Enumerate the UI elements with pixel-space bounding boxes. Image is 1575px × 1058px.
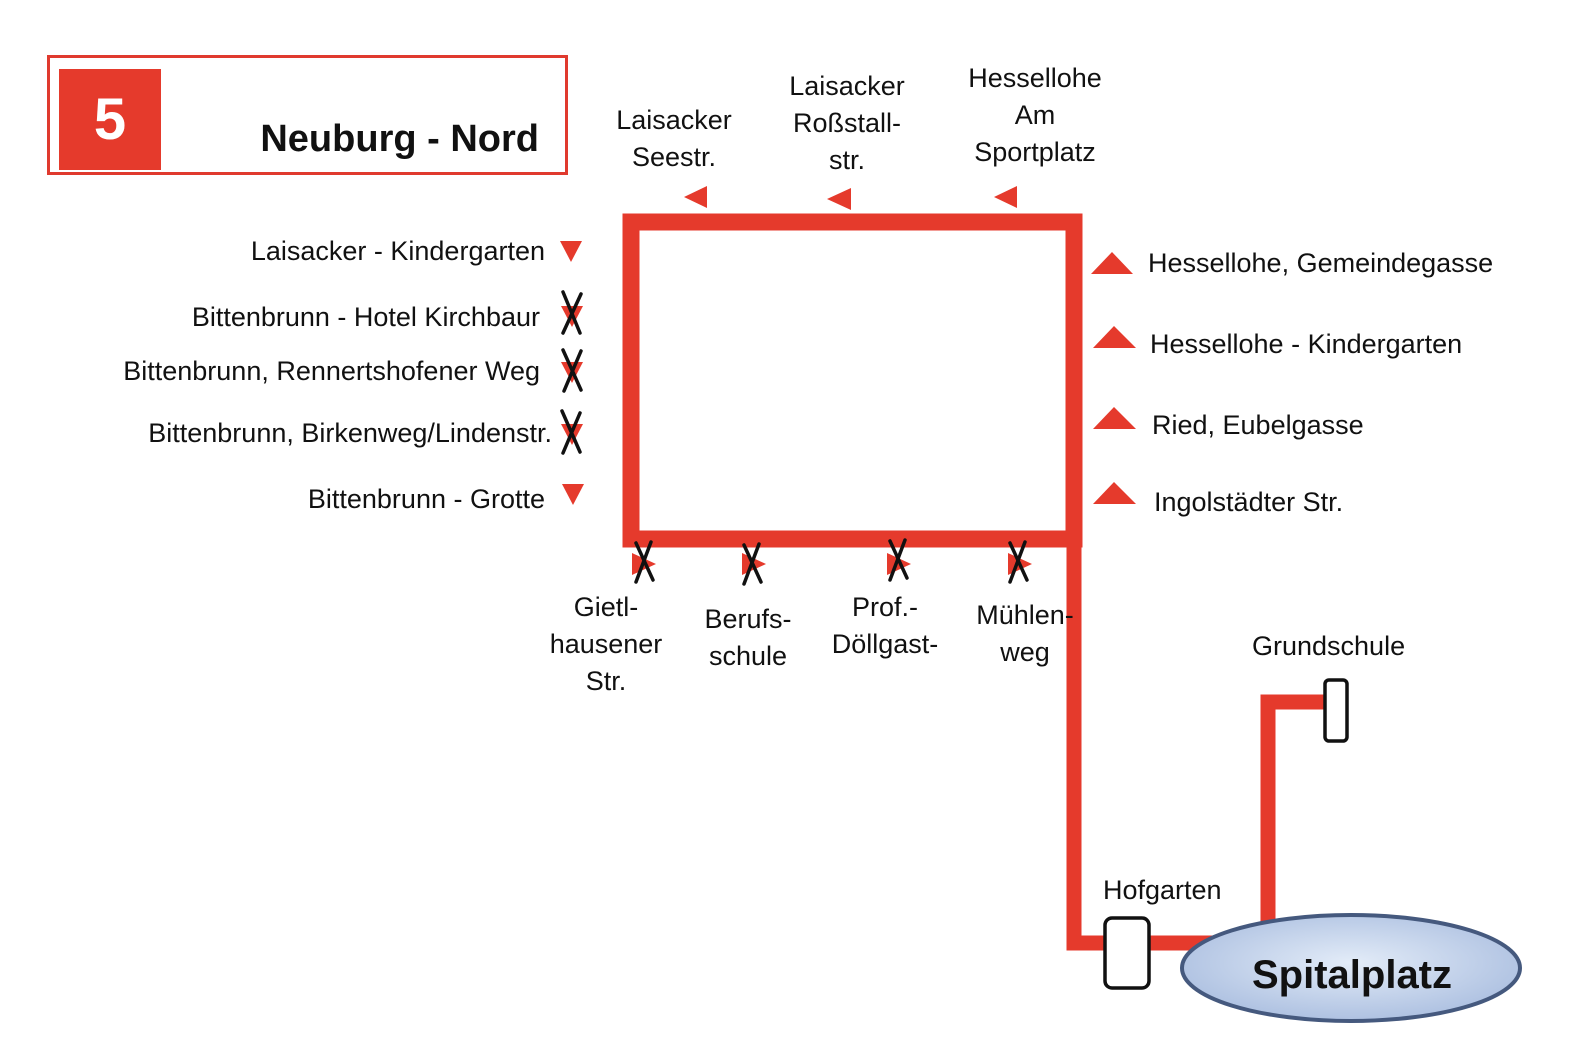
stop-name: Berufs- schule (704, 604, 792, 671)
stop-label-grundschule: Grundschule (1252, 631, 1406, 661)
arrow-down-icon (562, 484, 584, 505)
stop-name: Gietl- hausener Str. (549, 592, 663, 696)
stop-label-hofgarten: Hofgarten (1103, 875, 1222, 905)
arrow-up-icon (1093, 407, 1136, 429)
top-arrows (684, 186, 1017, 210)
cancel-x-icon (742, 542, 763, 586)
stop-label-hessellohe-kindergarten: Hessellohe - Kindergarten (1150, 329, 1463, 359)
route-segment-to-grundschule (1260, 694, 1334, 948)
cancel-x-icon (561, 348, 583, 393)
stop-name: Prof.- Döllgast- (831, 592, 939, 659)
stop-label-birkenweg: Bittenbrunn, Birkenweg/Lindenstr. (148, 418, 552, 448)
grundschule-stop-marker (1323, 678, 1349, 743)
route-loop (622, 213, 1083, 548)
bottom-arrows (632, 553, 1032, 575)
arrow-up-icon (1093, 326, 1136, 348)
cancel-x-icon (1008, 540, 1029, 584)
arrow-left-icon (827, 188, 851, 210)
arrow-left-icon (684, 186, 707, 208)
stop-label-grotte: Bittenbrunn - Grotte (307, 484, 545, 514)
cancel-x-icon (560, 409, 582, 455)
line-number-badge: 5 (59, 69, 161, 170)
stop-label-eubelgasse: Ried, Eubelgasse (1152, 410, 1364, 440)
stop-label-ingolstaedter: Ingolstädter Str. (1154, 487, 1344, 517)
line-title: Neuburg - Nord (260, 118, 539, 160)
stop-name: Mühlen- weg (976, 600, 1074, 667)
cancel-x-icon (561, 290, 583, 335)
right-arrows (1091, 252, 1136, 504)
cancel-x-icon (888, 538, 909, 582)
stop-label-gemeindegasse: Hessellohe, Gemeindegasse (1148, 248, 1494, 278)
cancel-x-icon (634, 540, 655, 584)
hofgarten-stop-marker (1103, 916, 1151, 990)
stop-name: Laisacker Roßstall- str. (789, 71, 905, 175)
stop-label-gietlhausener: Gietl- hausener Str. (536, 589, 676, 700)
spitalplatz-terminal (1180, 913, 1522, 1023)
stop-label-hessellohe-sportplatz: Hessellohe Am Sportplatz (945, 60, 1125, 171)
cancel-marks (560, 290, 1029, 586)
stop-label-berufsschule: Berufs- schule (683, 601, 813, 675)
stop-label-laisacker-seestr: Laisacker Seestr. (599, 102, 749, 176)
stop-label-laisacker-rossstall: Laisacker Roßstall- str. (767, 68, 927, 179)
stop-label-muehlenweg: Mühlen- weg (960, 597, 1090, 671)
stop-name: Hessellohe Am Sportplatz (968, 63, 1102, 167)
line-header: 5 Neuburg - Nord (47, 55, 568, 175)
stop-label-rennertshofener-weg: Bittenbrunn, Rennertshofener Weg (123, 356, 540, 386)
stop-label-hotel-kirchbaur: Bittenbrunn - Hotel Kirchbaur (191, 302, 540, 332)
stop-label-doellgast: Prof.- Döllgast- (815, 589, 955, 663)
arrow-up-icon (1093, 482, 1136, 504)
arrow-up-icon (1091, 252, 1133, 274)
arrow-down-icon (560, 241, 582, 262)
arrow-left-icon (994, 186, 1017, 208)
stop-name: Laisacker Seestr. (616, 105, 732, 172)
stop-label-laisacker-kindergarten: Laisacker - Kindergarten (250, 236, 545, 266)
stop-label-spitalplatz: Spitalplatz (1251, 953, 1453, 997)
